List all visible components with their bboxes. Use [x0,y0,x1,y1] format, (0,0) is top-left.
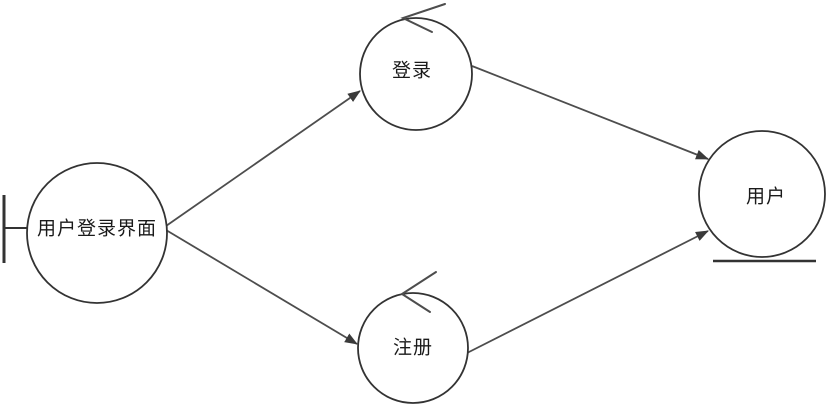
login-screen-label: 用户登录界面 [37,218,157,240]
login-label: 登录 [392,60,432,82]
edge-login-screen-to-login [165,90,361,227]
login-circle [359,17,473,131]
node-login: 登录 [359,3,473,131]
register-label: 注册 [393,337,433,359]
register-self-loop-arrow-icon [400,271,437,313]
login-self-loop-arrow-icon [400,3,446,33]
edge-login-screen-to-register [165,229,358,345]
user-label: 用户 [746,186,786,208]
node-login-screen: 用户登录界面 [26,162,168,304]
initial-state-marker [2,195,28,263]
node-register: 注册 [357,271,469,404]
user-circle [698,130,826,258]
edge-login-to-user [471,65,709,160]
edge-register-to-user [466,230,709,354]
register-circle [357,292,469,404]
node-user: 用户 [698,130,826,263]
login-screen-circle [26,162,168,304]
